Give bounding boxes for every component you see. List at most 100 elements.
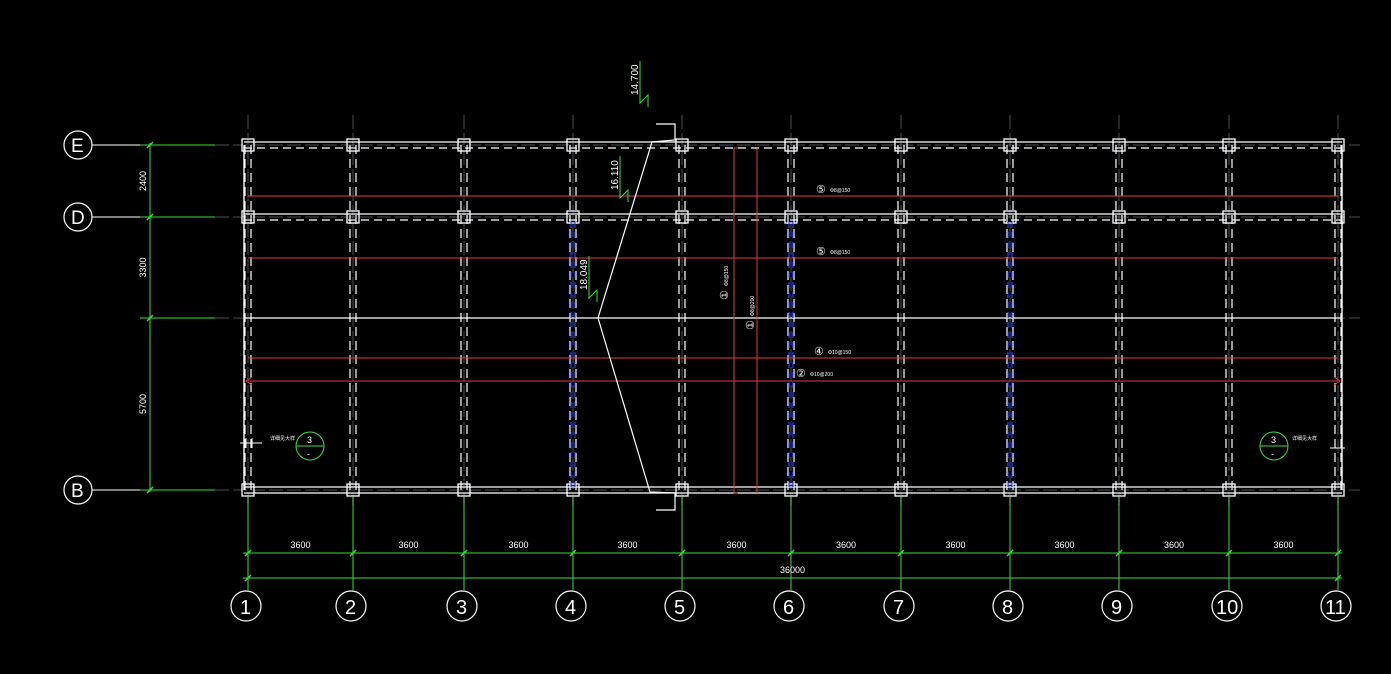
axis-bubble-col xyxy=(335,590,367,622)
dimension-bay-text: 3600 xyxy=(291,540,311,550)
column xyxy=(241,210,255,224)
tick xyxy=(460,549,468,557)
column xyxy=(566,138,580,152)
column xyxy=(1331,138,1345,152)
tick xyxy=(146,486,154,494)
tick xyxy=(349,549,357,557)
column xyxy=(1112,210,1126,224)
axis-bubble-col xyxy=(1101,590,1133,622)
column xyxy=(241,483,255,497)
column xyxy=(675,138,689,152)
rebar-spec: Φ8@150 xyxy=(724,266,730,286)
rebar-spec: Φ10@200 xyxy=(810,372,833,378)
axis-label-col: 6 xyxy=(783,597,794,619)
axis-label-row: B xyxy=(71,481,84,502)
column xyxy=(1331,483,1345,497)
section-mark-note: 详细见大样 xyxy=(270,435,295,442)
axis-label-col: 1 xyxy=(240,597,251,619)
column xyxy=(346,210,360,224)
rebar-hook xyxy=(245,376,1341,386)
dimension-bay-text: 3600 xyxy=(727,540,747,550)
break-line xyxy=(597,123,676,511)
dimension-total-text: 36000 xyxy=(780,565,805,575)
axis-bubble-col xyxy=(773,590,805,622)
section-mark-number: 3 xyxy=(307,435,312,445)
axis-label-row: E xyxy=(71,136,84,157)
tick xyxy=(1115,549,1123,557)
dimension-bay-text: 3600 xyxy=(1055,540,1075,550)
axis-label-col: 4 xyxy=(565,597,576,619)
rebar-spec: Φ8@200 xyxy=(750,296,756,316)
axis-bubble-col xyxy=(230,590,262,622)
tick xyxy=(569,549,577,557)
axis-label-col: 3 xyxy=(456,597,467,619)
rebar-mark: ⑤ xyxy=(816,246,826,258)
dimension-bay-text: 3600 xyxy=(836,540,856,550)
elevation-symbol xyxy=(588,256,598,302)
axis-label-col: 10 xyxy=(1216,597,1238,619)
structure-layer xyxy=(215,115,1360,505)
column xyxy=(346,483,360,497)
column xyxy=(1112,483,1126,497)
tick xyxy=(146,141,154,149)
column xyxy=(1003,483,1017,497)
dimension-vertical-text: 2400 xyxy=(138,171,148,191)
column xyxy=(894,138,908,152)
column xyxy=(784,138,798,152)
column xyxy=(1222,210,1236,224)
dimension-bay-text: 3600 xyxy=(946,540,966,550)
column xyxy=(1003,210,1017,224)
elevation-text: 18.049 xyxy=(579,259,590,290)
elevation-symbol xyxy=(639,61,649,107)
tick xyxy=(146,314,154,322)
rebar-mark: ② xyxy=(796,368,806,380)
column xyxy=(457,483,471,497)
column xyxy=(675,483,689,497)
rebar-spec: Φ10@150 xyxy=(828,350,851,356)
axis-label-col: 8 xyxy=(1002,597,1013,619)
column xyxy=(1331,210,1345,224)
column xyxy=(894,210,908,224)
section-mark-sub: - xyxy=(1271,449,1274,459)
section-mark-number: 3 xyxy=(1271,435,1276,445)
axis-label-col: 11 xyxy=(1325,597,1346,619)
axis-bubble-col xyxy=(883,590,915,622)
tick xyxy=(678,549,686,557)
column xyxy=(675,210,689,224)
rebar-spec: Φ8@150 xyxy=(830,250,850,256)
rebar-red-vertical xyxy=(733,147,738,494)
dimension-bay-text: 3600 xyxy=(399,540,419,550)
elevation-symbol xyxy=(619,156,629,202)
dimension-vertical-text: 3300 xyxy=(138,257,148,277)
column xyxy=(457,210,471,224)
column xyxy=(566,483,580,497)
dimension-bay-text: 3600 xyxy=(1274,540,1294,550)
axis-label-col: 7 xyxy=(893,597,904,619)
tick xyxy=(1334,574,1342,582)
axis-bubble-col xyxy=(555,590,587,622)
rebar-mark: ⑤ xyxy=(816,184,826,196)
elevation-text: 14.700 xyxy=(630,64,641,95)
axis-bubble-col xyxy=(446,590,478,622)
rebar-layer xyxy=(245,147,1341,494)
tick xyxy=(1334,549,1342,557)
cut-symbol-left xyxy=(240,438,262,448)
tick xyxy=(1225,549,1233,557)
column xyxy=(1222,138,1236,152)
rebar-mark: ① xyxy=(719,290,731,300)
section-mark-sub: - xyxy=(307,449,310,459)
tick xyxy=(244,549,252,557)
axis-bubble-col xyxy=(1320,590,1352,622)
axis-bubble-col xyxy=(1211,590,1243,622)
tick xyxy=(146,213,154,221)
dimension-bay-text: 3600 xyxy=(509,540,529,550)
axis-label-col: 5 xyxy=(674,597,685,619)
rebar-spec: Φ8@150 xyxy=(830,188,850,194)
axis-label-row: D xyxy=(71,208,85,229)
dimension-vertical-text: 5700 xyxy=(138,394,148,414)
axis-label-col: 2 xyxy=(345,597,356,619)
column xyxy=(241,138,255,152)
